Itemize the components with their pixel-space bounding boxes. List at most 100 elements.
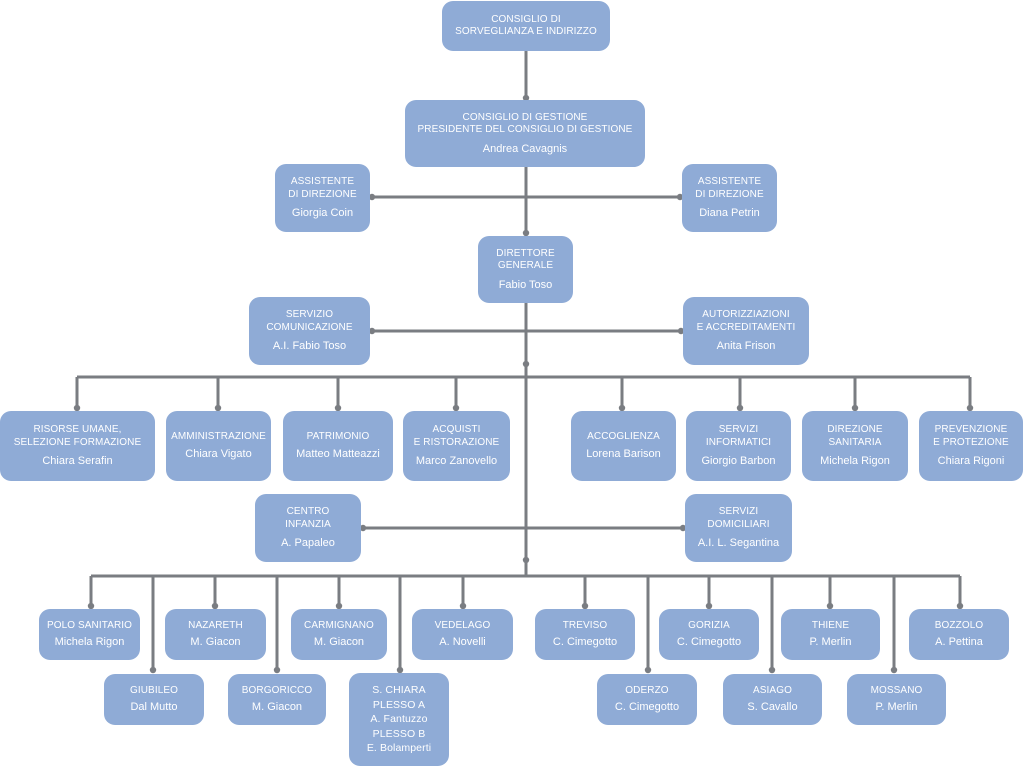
person-name: Giorgio Barbon — [701, 455, 776, 467]
connector-dot — [522, 94, 530, 102]
role-label: GIUBILEO — [130, 685, 178, 698]
person-name: Chiara Vigato — [185, 447, 252, 460]
role-label: VEDELAGO — [435, 620, 491, 633]
person-name: P. Merlin — [875, 701, 918, 714]
person-name: Chiara Serafin — [42, 455, 113, 467]
role-line: CENTRO — [286, 506, 330, 517]
role-line: E PROTEZIONE — [933, 436, 1009, 448]
role-line: SELEZIONE FORMAZIONE — [13, 436, 142, 448]
role-line: DIRETTORE — [496, 247, 555, 259]
connector-dot — [359, 524, 367, 532]
person-name: C. Cimegotto — [552, 636, 618, 649]
connector-dot — [149, 666, 157, 674]
person-name: Chiara Rigoni — [937, 455, 1005, 467]
role-line: SERVIZI — [718, 506, 759, 517]
connector-dot — [211, 602, 219, 610]
person-name: Lorena Barison — [586, 447, 661, 460]
role-label: GORIZIA — [688, 620, 730, 633]
site-mossano-box: MOSSANO P. Merlin — [847, 674, 946, 725]
role-line: ACQUISTI — [432, 424, 481, 435]
role-label: BORGORICCO — [242, 685, 312, 698]
site-treviso-box: TREVISO C. Cimegotto — [535, 609, 635, 660]
role-label: NAZARETH — [188, 620, 243, 633]
person-name: Marco Zanovello — [415, 455, 498, 467]
role-line: CONSIGLIO DI — [491, 13, 561, 25]
connector-dot — [768, 666, 776, 674]
role-line: ACCOGLIENZA — [587, 431, 660, 443]
role-label: MOSSANO — [871, 685, 923, 698]
person-name: M. Giacon — [251, 701, 303, 714]
role-line: CONSIGLIO DI GESTIONE — [462, 111, 588, 123]
role-line: MOSSANO — [870, 684, 923, 696]
role-line: INFANZIA — [285, 518, 331, 530]
role-line: RISORSE UMANE, — [33, 424, 122, 435]
connector-dot — [644, 666, 652, 674]
role-label: THIENE — [812, 620, 849, 633]
person-name: Anita Frison — [716, 340, 776, 352]
role-label: TREVISO — [563, 620, 608, 633]
role-line: SORVEGLIANZA E INDIRIZZO — [455, 26, 597, 37]
connector-dot — [851, 404, 859, 412]
connector-dot — [396, 666, 404, 674]
role-line: ASIAGO — [753, 684, 792, 696]
connector-dot — [214, 404, 222, 412]
person-name: Fabio Toso — [498, 278, 553, 291]
role-line: PREVENZIONE — [934, 424, 1008, 435]
connector-dot — [677, 327, 685, 335]
role-line: PLESSO A — [372, 698, 426, 711]
role-line: S. CHIARA — [372, 684, 426, 697]
connector-dot — [676, 193, 684, 201]
person-name: Giorgia Coin — [291, 207, 354, 219]
person-name: A.I. Fabio Toso — [272, 340, 347, 352]
connector-dot — [459, 602, 467, 610]
role-label: ASIAGO — [753, 685, 792, 698]
connector-dot — [705, 602, 713, 610]
role-label: AMMINISTRAZIONE — [171, 431, 266, 444]
department-risorse-box: RISORSE UMANE,SELEZIONE FORMAZIONE Chiara… — [0, 411, 155, 481]
role-line: THIENE — [811, 619, 850, 631]
role-line: PLESSO B — [372, 727, 426, 740]
role-line: ASSISTENTE — [697, 176, 762, 187]
role-line: ASSISTENTE — [290, 176, 355, 187]
connector-dot — [335, 602, 343, 610]
role-line: VEDELAGO — [434, 619, 491, 631]
connector-dot — [890, 666, 898, 674]
role-line: AMMINISTRAZIONE — [171, 431, 266, 443]
connector-dot — [966, 404, 974, 412]
person-name: Andrea Cavagnis — [482, 142, 568, 155]
person-name: Michela Rigon — [820, 455, 890, 467]
person-name: Michela Rigon — [54, 636, 125, 649]
role-line: E. Bolamperti — [366, 742, 432, 755]
site-borgoricco-box: BORGORICCO M. Giacon — [228, 674, 326, 725]
role-line: PATRIMONIO — [306, 431, 370, 443]
role-line: INFORMATICI — [705, 436, 772, 448]
role-line: BORGORICCO — [241, 684, 313, 696]
connector-dot — [581, 602, 589, 610]
role-label: PATRIMONIO — [307, 431, 370, 444]
role-line: SERVIZIO — [285, 309, 334, 320]
